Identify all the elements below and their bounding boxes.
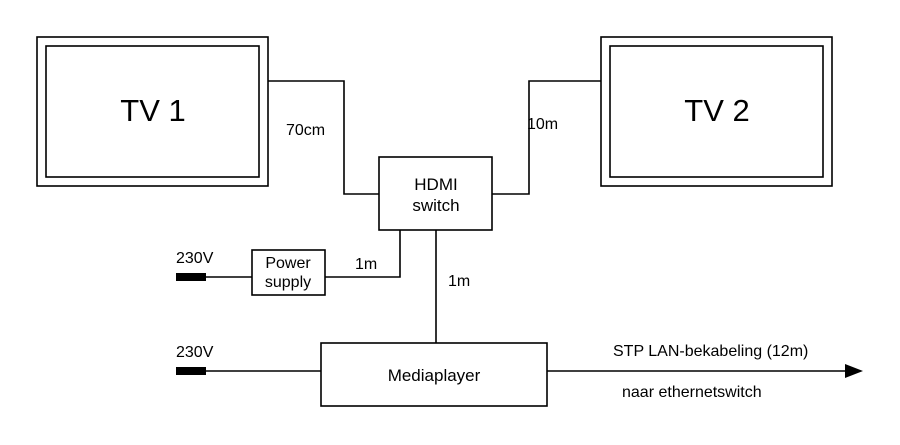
power-supply-label-line1: Power <box>265 255 311 272</box>
tv1-screen <box>45 45 260 178</box>
mediaplayer-label: Mediaplayer <box>388 366 481 385</box>
cable-psu-switch <box>325 230 401 278</box>
cable-tv1-switch <box>268 80 379 195</box>
power-plug-icon <box>176 367 206 375</box>
voltage-label-mediaplayer: 230V <box>176 344 214 361</box>
power-supply-label-line2: supply <box>265 274 311 291</box>
lan-destination-label: naar ethernetswitch <box>622 384 762 401</box>
cable-length-tv2: 10m <box>527 116 558 133</box>
mediaplayer-box <box>320 342 548 407</box>
voltage-label-psu: 230V <box>176 250 214 267</box>
hdmi-switch-label-line1: HDMI <box>414 175 457 194</box>
hdmi-switch-label-line2: switch <box>412 196 459 215</box>
cable-length-mediaplayer: 1m <box>448 273 470 290</box>
tv2-label: TV 2 <box>684 93 749 128</box>
power-supply-box <box>251 249 326 296</box>
tv1-label: TV 1 <box>120 93 185 128</box>
arrow-head-icon <box>845 364 863 378</box>
cable-length-psu: 1m <box>355 256 377 273</box>
tv2-outer-frame <box>600 36 833 187</box>
tv2-screen <box>609 45 824 178</box>
cable-tv2-switch <box>492 80 601 195</box>
power-plug-icon <box>176 273 206 281</box>
cable-length-tv1: 70cm <box>286 122 325 139</box>
lan-cable-label: STP LAN-bekabeling (12m) <box>613 343 808 360</box>
tv1-outer-frame <box>36 36 269 187</box>
